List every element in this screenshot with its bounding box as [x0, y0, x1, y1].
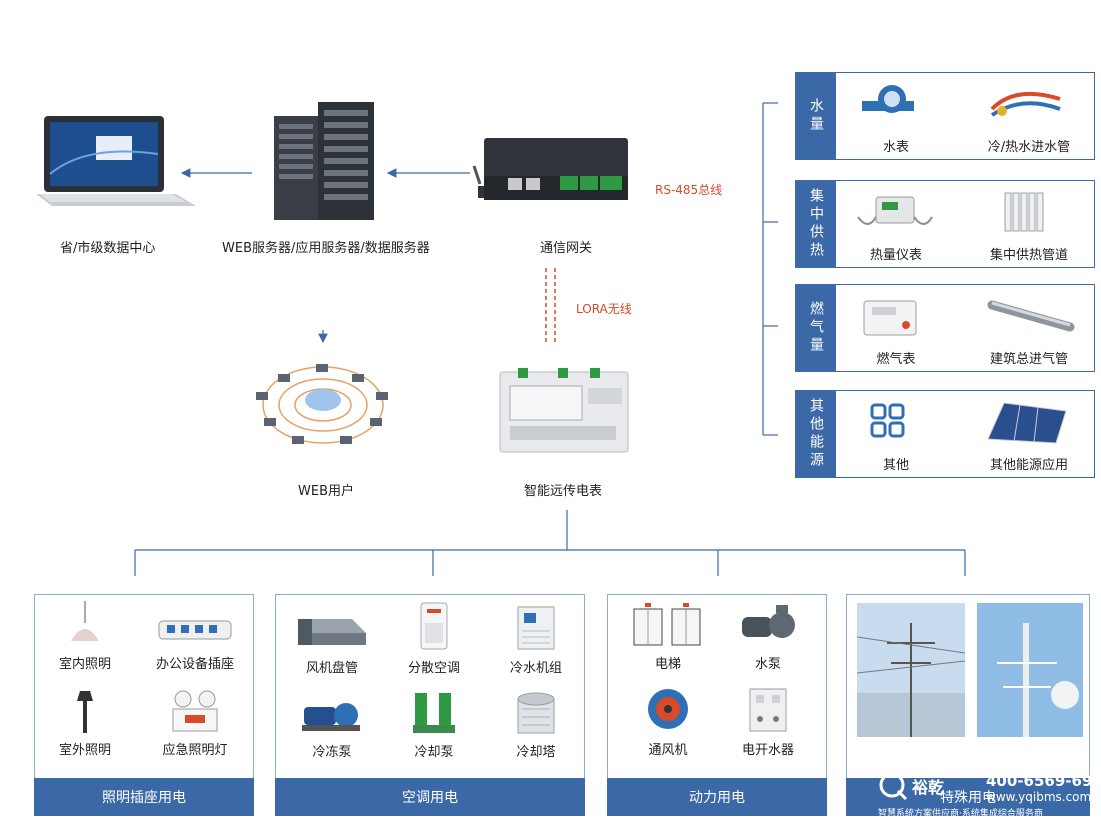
footer-power: 动力用电 — [607, 778, 827, 816]
brand-logo-icon — [879, 772, 908, 800]
panel-gas: 燃气量 燃气表 建筑总进气管 — [795, 284, 1095, 372]
group-air-conditioning: 风机盘管 分散空调 冷水机组 冷冻泵 冷却泵 冷却塔 空调用电 — [275, 594, 585, 816]
lora-label: LORA无线 — [576, 302, 632, 316]
axial-fan-icon — [648, 689, 688, 729]
water-boiler-icon — [749, 688, 787, 732]
group-lighting-socket: 室内照明 办公设备插座 室外照明 应急照明灯 照明插座用电 — [34, 594, 254, 816]
chiller-unit-icon — [517, 606, 555, 650]
standing-ac-icon — [420, 602, 448, 650]
cooling-tower-icon — [517, 692, 555, 734]
other-label: 其他 — [882, 458, 909, 473]
rs485-label: RS-485总线 — [655, 183, 723, 197]
vertical-pump-icon — [413, 693, 455, 733]
web-users-label: WEB用户 — [298, 484, 354, 499]
antenna-tower-photo — [977, 603, 1083, 737]
pendant-lamp-icon — [71, 601, 99, 641]
power-tower-photo — [857, 603, 965, 737]
footer-special: 特殊用电 — [846, 778, 1090, 816]
gateway-label: 通信网关 — [540, 241, 593, 256]
item-emergency-light: 应急照明灯 — [145, 685, 245, 758]
item-water-boiler: 电开水器 — [718, 685, 818, 758]
web-users-network-icon — [256, 364, 388, 444]
servers-label: WEB服务器/应用服务器/数据服务器 — [222, 241, 430, 256]
panel-water: 水量 水表 冷/热水进水管 — [795, 72, 1095, 160]
other-energy-app-label: 其他能源应用 — [989, 458, 1068, 473]
heat-meter-icon — [857, 196, 933, 225]
brand-slogan: 智慧系统方案供应商·系统集成综合服务商 — [878, 809, 1043, 819]
panel-heating-tab: 集中供热 — [796, 181, 836, 267]
item-cooling-tower: 冷却塔 — [486, 687, 586, 760]
water-pipe-icon — [990, 91, 1061, 117]
server-rack-icon — [274, 102, 374, 220]
group-special: 特殊用电 — [846, 594, 1090, 816]
footer-lighting-socket: 照明插座用电 — [34, 778, 254, 816]
brand-name: 裕乾 — [912, 778, 945, 797]
item-cooling-pump: 冷却泵 — [384, 687, 484, 760]
emergency-light-icon — [172, 690, 218, 732]
data-center-label: 省/市级数据中心 — [60, 241, 156, 256]
brand-site: www.yqibms.com — [986, 790, 1092, 804]
panel-other-tab: 其他能源 — [796, 391, 836, 477]
brand-watermark: 裕乾 400-6569-698 www.yqibms.com 智慧系统方案供应商… — [878, 772, 1101, 819]
water-meter-label: 水表 — [882, 140, 909, 155]
gas-pipe-label: 建筑总进气管 — [989, 352, 1068, 367]
gateway-device-icon — [472, 138, 628, 200]
radiator-icon — [1004, 192, 1044, 232]
gas-meter-label: 燃气表 — [876, 352, 916, 367]
item-fan-coil: 风机盘管 — [282, 603, 382, 676]
item-chiller: 冷水机组 — [486, 603, 586, 676]
footer-air-conditioning: 空调用电 — [275, 778, 585, 816]
heat-meter-label: 热量仪表 — [869, 248, 922, 263]
item-indoor-lighting: 室内照明 — [35, 599, 135, 672]
grid-apps-icon — [870, 403, 905, 438]
item-office-socket: 办公设备插座 — [145, 599, 245, 672]
panel-other-energy: 其他能源 其他 其他能源应用 — [795, 390, 1095, 478]
street-lamp-icon — [77, 691, 93, 733]
pump-icon — [302, 703, 360, 731]
item-outdoor-lighting: 室外照明 — [35, 685, 135, 758]
solar-panel-icon — [987, 402, 1067, 444]
item-water-pump: 水泵 — [718, 599, 818, 672]
smart-meter-label: 智能远传电表 — [524, 484, 603, 499]
item-ventilator: 通风机 — [618, 685, 718, 758]
elevator-icon — [633, 603, 701, 646]
fan-coil-icon — [298, 619, 366, 645]
item-split-ac: 分散空调 — [384, 602, 484, 676]
water-pump-icon — [742, 605, 795, 638]
panel-water-tab: 水量 — [796, 73, 836, 159]
water-pipe-label: 冷/热水进水管 — [987, 140, 1071, 155]
gas-pipe-icon — [987, 300, 1075, 332]
panel-gas-tab: 燃气量 — [796, 285, 836, 371]
power-strip-icon — [158, 620, 232, 640]
smart-meter-icon — [499, 368, 629, 453]
heating-pipe-label: 集中供热管道 — [989, 248, 1068, 263]
water-meter-icon — [862, 85, 914, 113]
brand-phone: 400-6569-698 — [986, 772, 1101, 790]
item-elevator: 电梯 — [618, 599, 718, 672]
laptop-icon — [36, 116, 196, 206]
gas-meter-icon — [863, 300, 917, 336]
item-chilled-pump: 冷冻泵 — [282, 687, 382, 760]
panel-heating: 集中供热 热量仪表 集中供热管道 — [795, 180, 1095, 268]
group-power: 电梯 水泵 通风机 电开水器 动力用电 — [607, 594, 827, 816]
